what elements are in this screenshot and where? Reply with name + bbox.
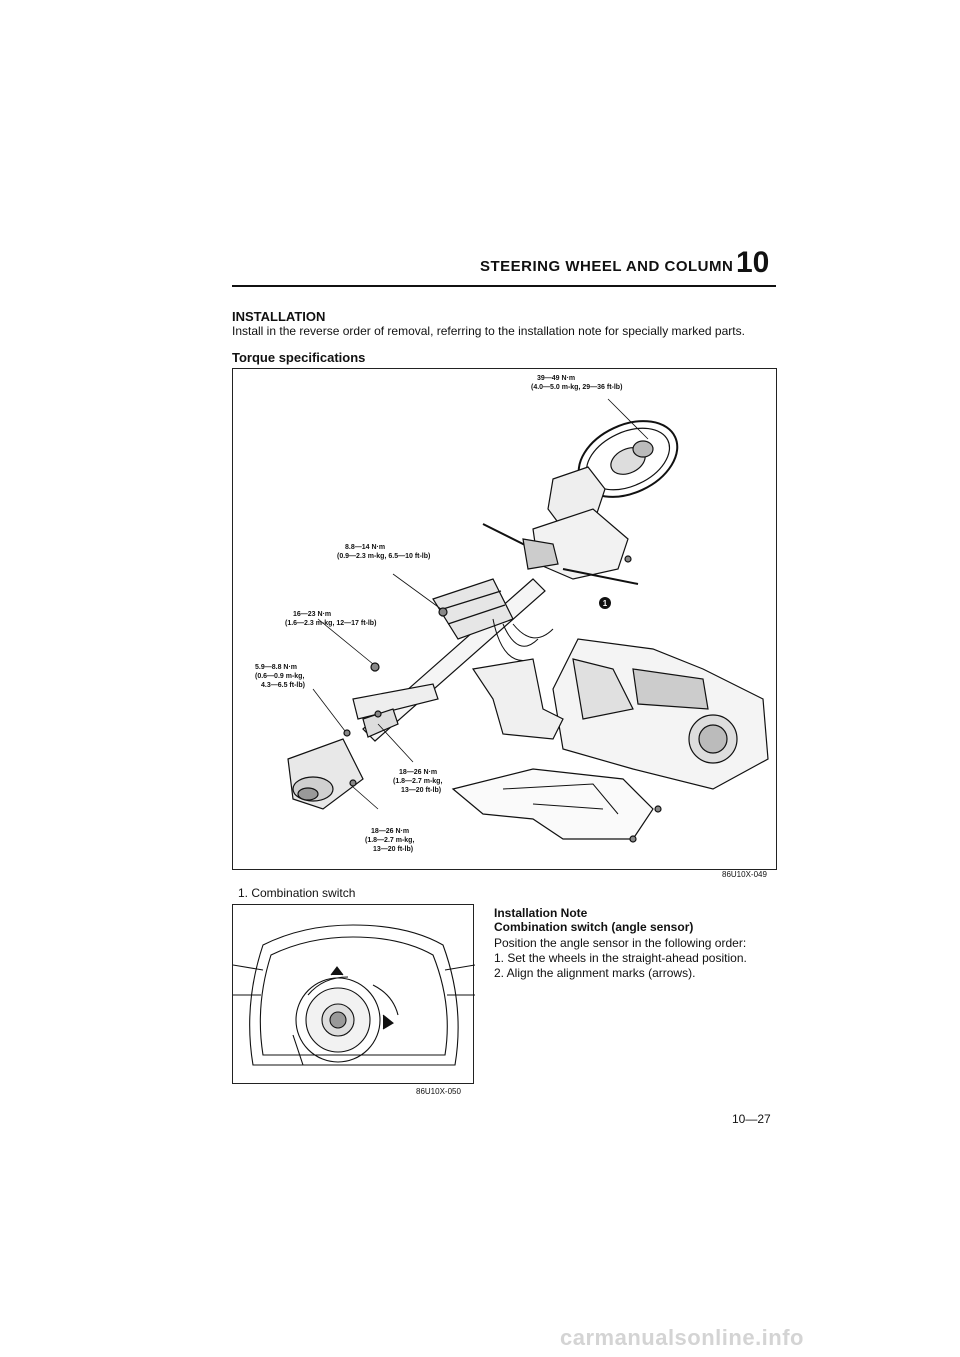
installation-text: Install in the reverse order of removal,…: [232, 324, 745, 338]
watermark: carmanualsonline.info: [560, 1325, 804, 1350]
torque-callout: 5.9—8.8 N·m: [255, 664, 297, 671]
note-step: 2. Align the alignment marks (arrows).: [494, 966, 696, 980]
header-divider: [232, 285, 776, 287]
torque-callout: 16—23 N·m: [293, 611, 331, 618]
figure-code: 86U10X-050: [416, 1087, 461, 1096]
steering-column-illustration: 1 39—49 N·m (4.0—5.0 m-kg, 29—36 ft-lb) …: [255, 375, 769, 853]
torque-callout: (1.6—2.3 m-kg, 12—17 ft-lb): [285, 620, 376, 627]
page-number: 10—27: [732, 1112, 771, 1126]
angle-sensor-illustration: [233, 924, 475, 1066]
torque-callout: (0.9—2.3 m-kg, 6.5—10 ft-lb): [337, 553, 430, 560]
note-intro: Position the angle sensor in the followi…: [494, 936, 747, 950]
installation-note-heading: Installation Note: [494, 906, 588, 920]
angle-sensor-diagram: [232, 904, 475, 1084]
torque-callout: (0.6—0.9 m-kg,: [255, 673, 304, 680]
torque-callout: (1.8—2.7 m-kg,: [365, 837, 414, 844]
figure-code: 86U10X-049: [722, 870, 767, 879]
torque-diagram: 1 39—49 N·m (4.0—5.0 m-kg, 29—36 ft-lb) …: [232, 368, 777, 870]
chapter-number: 10: [736, 246, 770, 279]
torque-callout: 13—20 ft-lb): [401, 787, 441, 794]
installation-note-subheading: Combination switch (angle sensor): [494, 920, 694, 934]
torque-callout: 18—26 N·m: [399, 769, 437, 776]
torque-callout: 13—20 ft-lb): [373, 846, 413, 853]
torque-heading: Torque specifications: [232, 350, 366, 365]
installation-note-body: Position the angle sensor in the followi…: [494, 936, 784, 981]
figure-legend: 1. Combination switch: [238, 886, 356, 900]
section-title: STEERING WHEEL AND COLUMN: [480, 258, 734, 275]
torque-callout: (1.8—2.7 m-kg,: [393, 778, 442, 785]
torque-callout: 39—49 N·m: [537, 375, 575, 382]
installation-heading: INSTALLATION: [232, 309, 326, 324]
callout-marker: 1: [603, 599, 608, 608]
torque-callout: (4.0—5.0 m-kg, 29—36 ft-lb): [531, 384, 622, 391]
torque-callout: 18—26 N·m: [371, 828, 409, 835]
note-step: 1. Set the wheels in the straight-ahead …: [494, 951, 747, 965]
torque-callout: 4.3—6.5 ft-lb): [261, 682, 305, 689]
torque-callout: 8.8—14 N·m: [345, 544, 385, 551]
